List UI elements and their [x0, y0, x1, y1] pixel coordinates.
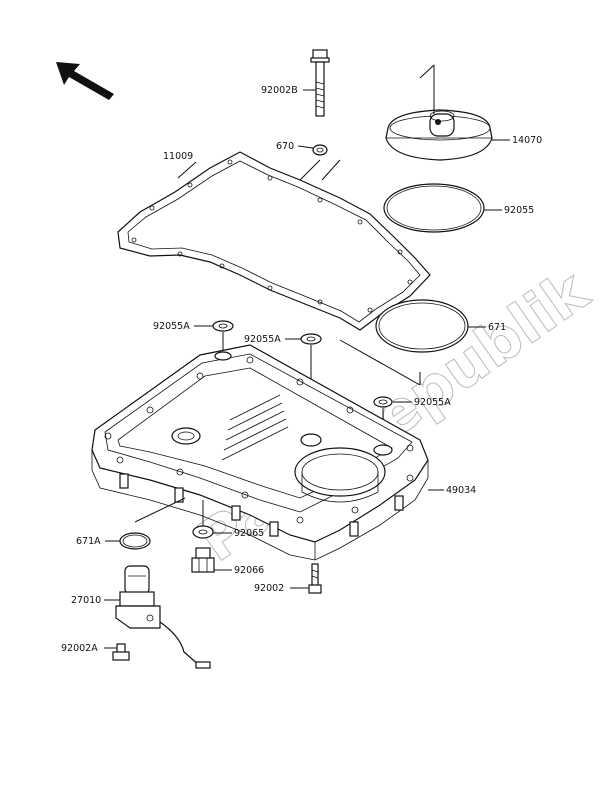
label-49034: 49034: [446, 485, 476, 496]
label-670: 670: [276, 141, 294, 152]
label-92055a-left: 92055A: [153, 321, 190, 332]
oring-671a: [119, 532, 151, 550]
drain-plug-92066: [191, 547, 215, 573]
label-92055a-right: 92055A: [414, 397, 451, 408]
label-11009: 11009: [163, 151, 193, 162]
bolt-92002b: [310, 49, 330, 117]
bolt-92002: [308, 563, 322, 594]
washer-92065: [192, 525, 214, 539]
oil-pressure-switch-27010: [115, 565, 211, 669]
washer-92055a-mid: [300, 333, 322, 345]
label-671: 671: [488, 322, 506, 333]
cover-14070: [385, 109, 493, 161]
label-92066: 92066: [234, 565, 264, 576]
washer-92055a-left: [212, 320, 234, 332]
oil-pan-49034: [91, 344, 429, 561]
label-27010: 27010: [71, 595, 101, 606]
oring-92055: [383, 183, 485, 233]
front-direction-arrow-icon: [56, 62, 114, 100]
gasket-11009: [117, 151, 431, 331]
label-92055a-mid: 92055A: [244, 334, 281, 345]
label-671a: 671A: [76, 536, 101, 547]
label-92002a: 92002A: [61, 643, 98, 654]
label-14070: 14070: [512, 135, 542, 146]
washer-92055a-right: [373, 396, 393, 408]
washer-670: [312, 144, 328, 156]
oring-671: [375, 299, 469, 353]
bolt-92002a: [112, 643, 130, 661]
label-92002b: 92002B: [261, 85, 298, 96]
label-92055: 92055: [504, 205, 534, 216]
label-92065: 92065: [234, 528, 264, 539]
label-92002: 92002: [254, 583, 284, 594]
